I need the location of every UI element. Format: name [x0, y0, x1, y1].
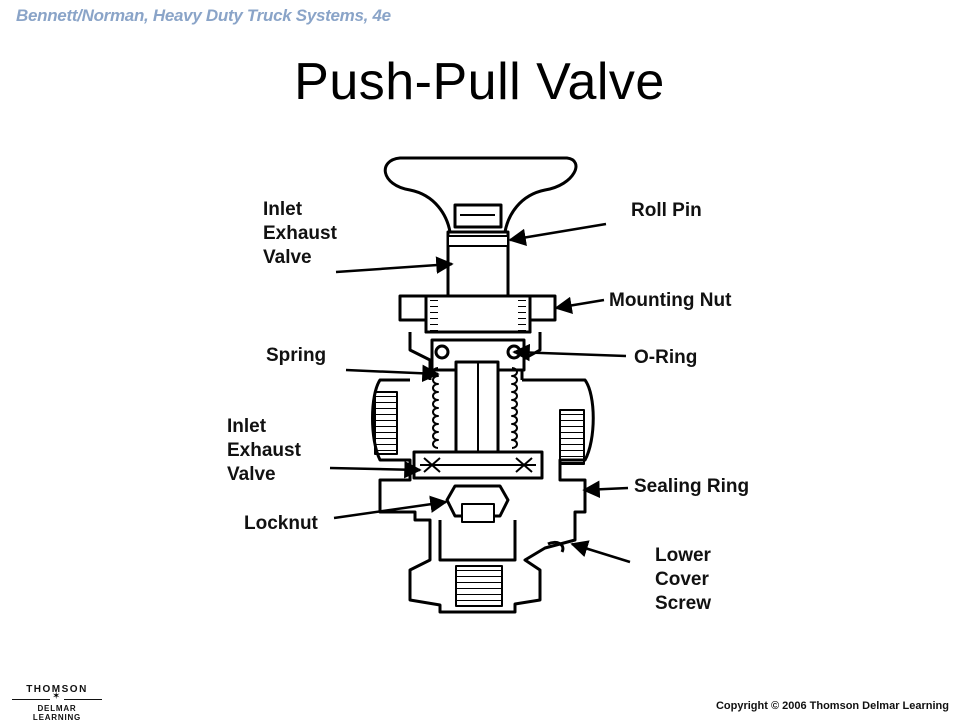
spring: [432, 367, 518, 449]
label-spring: Spring: [266, 345, 327, 366]
label-lower-cover-screw: Lower Cover Screw: [655, 545, 711, 614]
star-icon: ✶: [52, 691, 61, 702]
label-o-ring: O-Ring: [634, 347, 698, 368]
label-sealing-ring: Sealing Ring: [634, 476, 750, 497]
valve-body: [371, 156, 595, 614]
slide-title: Push-Pull Valve: [294, 53, 665, 111]
book-title: Bennett/Norman, Heavy Duty Truck Systems…: [16, 6, 391, 25]
label-locknut: Locknut: [244, 513, 318, 534]
label-inlet-exhaust-valve-top: Inlet Exhaust Valve: [263, 199, 337, 268]
housing: [371, 378, 595, 614]
label-roll-pin: Roll Pin: [631, 200, 702, 221]
label-mounting-nut: Mounting Nut: [609, 290, 732, 311]
copyright: Copyright © 2006 Thomson Delmar Learning: [715, 700, 949, 712]
leader-lines: [329, 222, 631, 564]
logo-bottom-text: DELMAR LEARNING: [32, 704, 82, 722]
logo-top-text: THOMSON: [26, 684, 88, 695]
label-inlet-exhaust-valve-bottom: Inlet Exhaust Valve: [227, 416, 301, 485]
logo-divider: ✶: [12, 691, 102, 704]
publisher-logo: THOMSON ✶ DELMAR LEARNING: [12, 684, 102, 722]
o-ring-left: [434, 344, 450, 360]
